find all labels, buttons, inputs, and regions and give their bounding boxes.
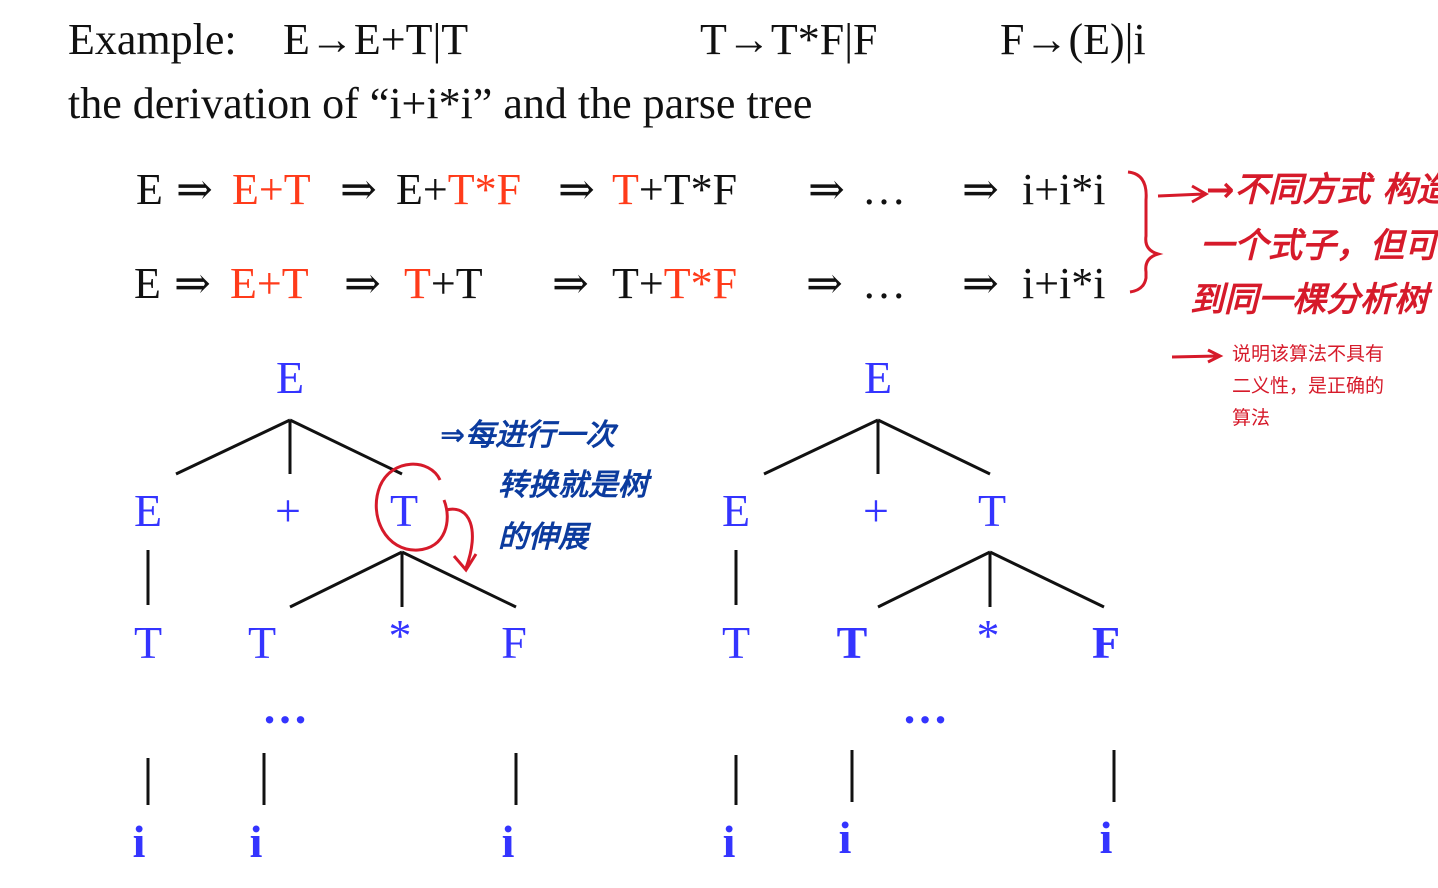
tree-2-f: F [1091, 617, 1121, 668]
derives-arrow-icon: ⇒ [806, 259, 843, 308]
derivation-2-step-6: i+i*i [1022, 262, 1106, 306]
derivation-symbol: E+ [396, 165, 448, 214]
tree-2-i1: i [722, 816, 736, 867]
tree-2-i2: i [838, 812, 852, 863]
tree-1-e: E [133, 485, 163, 536]
red-note: 说明该算法不具有 二义性，是正确的 算法 [1232, 338, 1384, 434]
red-note-line-1: 说明该算法不具有 [1232, 343, 1385, 365]
hook-arrow-icon [445, 507, 478, 573]
tree-1-i2: i [249, 816, 263, 867]
subtitle: the derivation of “i+i*i” and the parse … [68, 79, 813, 128]
grammar-rule-e: E→E+T|T [283, 15, 469, 64]
red-arrow-icon [1157, 184, 1210, 204]
derivation-symbol: T [404, 259, 431, 308]
tree-1-edges [146, 418, 518, 805]
tree-1-star: * [388, 610, 412, 661]
derives-arrow-icon: ⇒ [558, 165, 595, 214]
tree-1-i3: i [501, 816, 515, 867]
derivation-1-step-5: … [862, 168, 906, 212]
tree-2-edges [734, 418, 1116, 805]
tree-2-i3: i [1099, 812, 1113, 863]
tree-2-t1: T [721, 617, 751, 668]
example-label: Example: [68, 15, 237, 64]
derivation-symbol: T [612, 165, 639, 214]
blue-hand-line-2: 转换就是树 [498, 468, 648, 503]
tree-2-root: E [863, 352, 893, 403]
derivation-symbol: E+T [232, 165, 311, 214]
derivation-1-step-6: i+i*i [1022, 168, 1106, 212]
derivation-symbol: E+T [230, 259, 309, 308]
derivation-symbol: +T*F [638, 165, 738, 214]
tree-2-t2: T [836, 617, 868, 668]
tree-1-dots: … [262, 682, 308, 733]
tree-2-star: * [976, 610, 1000, 661]
tree-1-t1: T [133, 617, 163, 668]
tree-2-e: E [721, 485, 751, 536]
derives-arrow-icon: ⇒ [340, 165, 377, 214]
derivation-symbol: +T [430, 259, 483, 308]
derives-arrow-icon: ⇒ [552, 259, 589, 308]
derivation-symbol: T*F [447, 165, 522, 214]
derivation-symbol: i+i*i [1022, 165, 1106, 214]
tree-1-t2: T [247, 617, 277, 668]
tree-1-i1: i [132, 816, 146, 867]
red-note-line-2: 二义性，是正确的 [1232, 375, 1385, 397]
brace-icon [1127, 170, 1164, 294]
blue-hand-line-1: ⇒每进行一次 [440, 418, 616, 453]
blue-hand-line-3: 的伸展 [498, 520, 588, 555]
tree-1-root: E [275, 352, 305, 403]
derives-arrow-icon: ⇒ [962, 259, 999, 308]
grammar-rule-f: F→(E)|i [1000, 15, 1146, 64]
derivation-2-step-4: T+T*F [612, 262, 737, 306]
derivation-1-step-4: T+T*F [612, 168, 737, 212]
derivation-2-step-1: E [134, 262, 161, 306]
tree-2-dots: … [902, 682, 948, 733]
derivation-1-step-2: E+T [232, 168, 311, 212]
tree-2-t: T [977, 485, 1007, 536]
derivation-2-step-5: … [862, 262, 906, 306]
derivation-symbol: E [136, 165, 163, 214]
derives-arrow-icon: ⇒ [176, 165, 213, 214]
derivation-2-step-2: E+T [230, 262, 309, 306]
tree-1-plus: + [275, 485, 301, 536]
derives-arrow-icon: ⇒ [344, 259, 381, 308]
red-hand-line-2: 一个式子，但可以得 [1200, 226, 1438, 266]
grammar-rule-t: T→T*F|F [700, 15, 878, 64]
derivation-symbol: E [134, 259, 161, 308]
derivation-1-step-3: E+T*F [396, 168, 521, 212]
circle-mark-icon [374, 462, 449, 552]
tree-2-plus: + [863, 485, 889, 536]
red-hand-line-3: 到同一棵分析树 [1190, 280, 1428, 320]
derives-arrow-icon: ⇒ [962, 165, 999, 214]
derivation-1-step-1: E [136, 168, 163, 212]
note-arrow-icon [1171, 348, 1224, 364]
derivation-symbol: i+i*i [1022, 259, 1106, 308]
derives-arrow-icon: ⇒ [808, 165, 845, 214]
derivation-symbol: … [862, 165, 906, 214]
derivation-symbol: T+ [612, 259, 664, 308]
derivation-2-step-3: T+T [404, 262, 483, 306]
red-note-line-3: 算法 [1232, 407, 1271, 429]
tree-1-t: T [389, 485, 419, 536]
red-hand-line-1: →不同方式 构造 [1206, 170, 1438, 210]
derivation-symbol: … [862, 259, 906, 308]
tree-1-f: F [501, 617, 527, 668]
derivation-symbol: T*F [663, 259, 738, 308]
derives-arrow-icon: ⇒ [174, 259, 211, 308]
